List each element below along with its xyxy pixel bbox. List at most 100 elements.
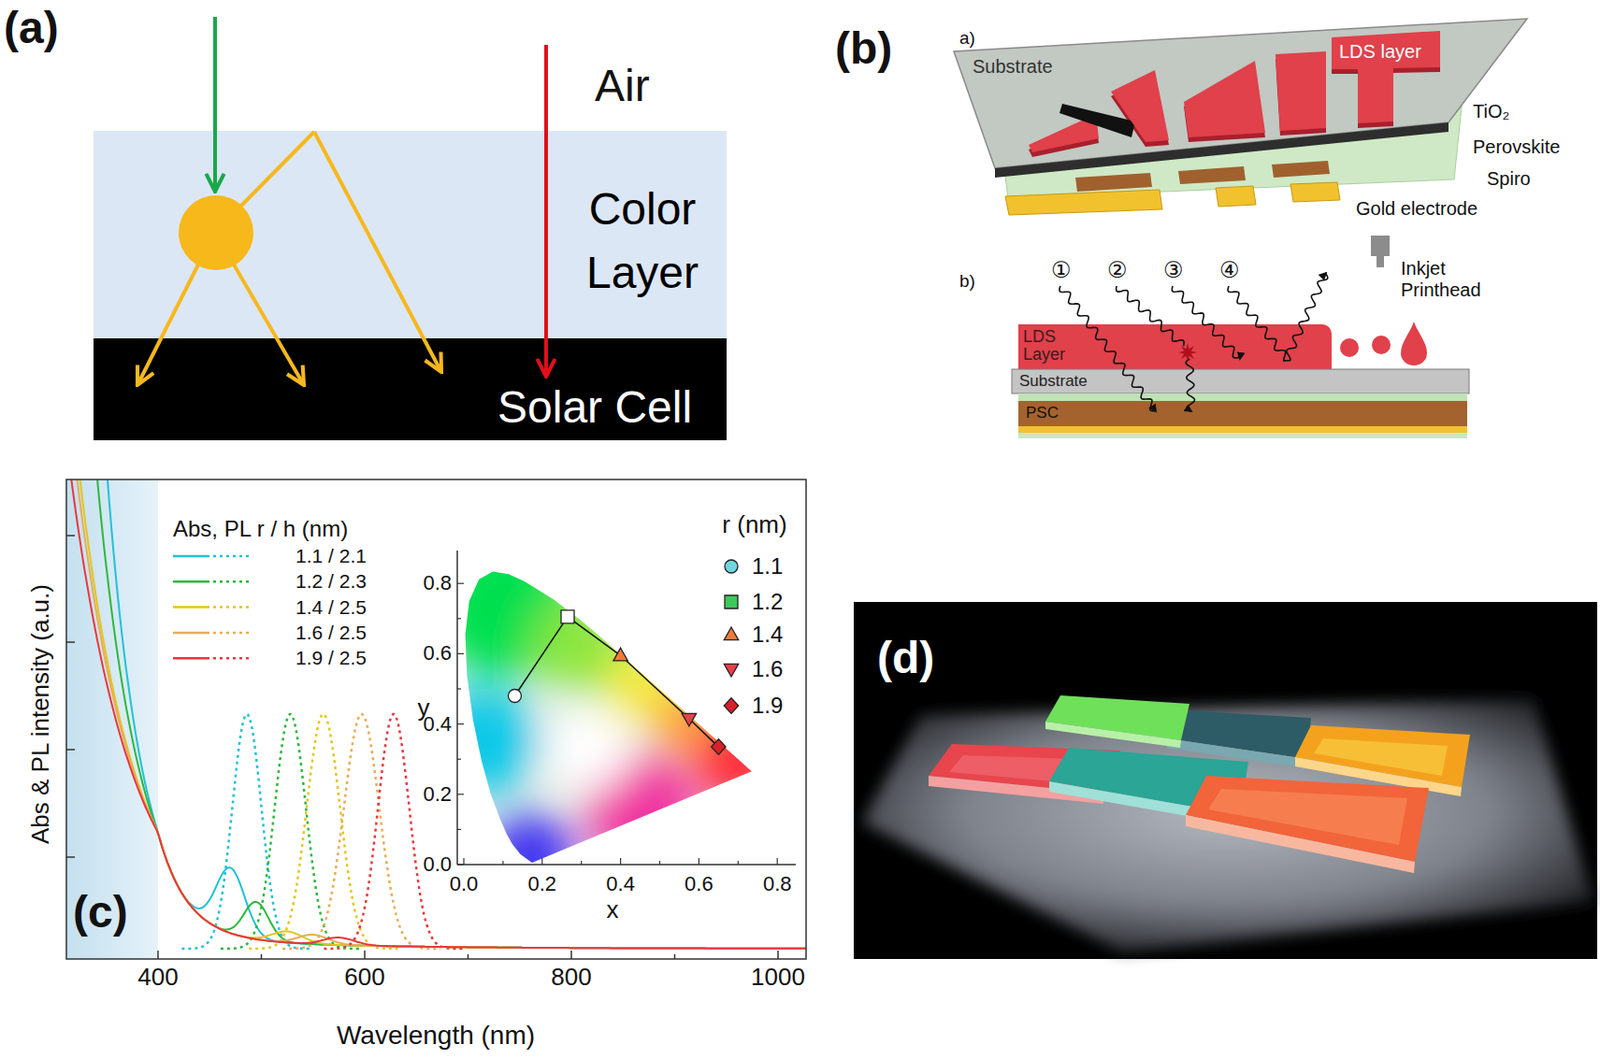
photo-background — [853, 602, 1598, 960]
data-marker — [507, 690, 521, 704]
tick-label: 0.6 — [422, 642, 452, 666]
photo — [853, 602, 1598, 960]
gold-electrode — [1215, 186, 1256, 207]
tick-label: 0.4 — [605, 872, 635, 896]
light-path — [1059, 286, 1156, 412]
lds-layer-block: LDS Layer — [1018, 324, 1332, 370]
emission-ray — [314, 131, 442, 373]
legend-text: 1.1 — [751, 553, 783, 580]
module-edge — [1045, 721, 1182, 749]
ink-droplet — [1340, 338, 1359, 358]
lds-layer-block-fill — [1018, 324, 1332, 370]
data-marker — [723, 698, 738, 715]
substrate-band-fill — [1011, 369, 1470, 394]
plot-frame — [66, 479, 807, 960]
legend-text: 1.9 / 2.5 — [295, 647, 367, 670]
ink-drop — [1400, 321, 1428, 366]
tick-label: 0.0 — [449, 872, 479, 896]
inset-tick — [457, 793, 464, 795]
inset-tick — [502, 861, 504, 865]
legend-line-sample — [213, 605, 251, 609]
layer-label: Gold electrode — [1355, 198, 1478, 220]
y-tick — [66, 534, 75, 537]
tick-label: 1000 — [750, 964, 806, 993]
data-marker — [723, 663, 738, 678]
inset-tick — [457, 723, 464, 725]
legend-text: 1.6 — [751, 656, 783, 683]
y-tick — [66, 749, 75, 751]
pl-curve — [323, 714, 463, 950]
substrate-band: Substrate — [1011, 369, 1470, 394]
color-layer-band: Color Layer — [93, 130, 727, 339]
data-marker — [724, 560, 738, 574]
y-tick — [66, 641, 75, 644]
legend-line-sample — [172, 555, 210, 559]
inset-axis — [456, 550, 459, 865]
tick-label: 0.8 — [422, 572, 452, 596]
emission-ray — [239, 131, 315, 208]
cross-section — [1018, 235, 1468, 439]
legend-text: 1.4 / 2.5 — [295, 596, 367, 620]
callout-number: ② — [1107, 258, 1128, 285]
emission-ray — [137, 264, 199, 386]
absorbance-curve — [66, 479, 807, 950]
node-text: PSC — [1025, 403, 1059, 423]
legend-line-sample — [213, 580, 251, 584]
inset-tick — [457, 618, 462, 620]
printhead-label: Inkjet Printhead — [1400, 258, 1482, 302]
legend-text: 1.6 / 2.5 — [295, 621, 367, 645]
x-tick — [570, 951, 573, 960]
luminophore-dot — [178, 195, 254, 271]
printhead-body — [1370, 235, 1390, 257]
layer-label: Spiro — [1486, 168, 1531, 190]
tick-label: 0.2 — [422, 782, 452, 807]
inset-tick — [457, 688, 462, 690]
spiro-pad — [1271, 160, 1330, 178]
gamut-blob — [429, 687, 538, 796]
inset-tick — [457, 864, 464, 865]
tick-label: 600 — [344, 964, 385, 993]
cie-gamut — [428, 530, 805, 904]
axis-title: Wavelength (nm) — [336, 1021, 535, 1052]
callout-number: ③ — [1163, 258, 1184, 285]
inset-tick — [619, 858, 621, 865]
module-edge — [1185, 815, 1415, 874]
data-marker — [561, 610, 575, 624]
legend-text: 1.1 / 2.1 — [295, 545, 367, 568]
node-text: LDS Layer — [1023, 328, 1066, 364]
lds-shape — [1275, 51, 1327, 131]
gamut-blob — [547, 706, 632, 792]
layer-label: Perovskite — [1472, 136, 1560, 159]
panel-letter: (c) — [72, 886, 129, 938]
incident-light-arrow — [213, 16, 217, 192]
absorption-event — [1178, 343, 1197, 362]
legend-title: r (nm) — [721, 511, 787, 540]
subpanel-letter: a) — [959, 28, 976, 49]
inset-tick — [457, 653, 464, 655]
gamut-colors — [428, 530, 783, 904]
absorbance-curve — [66, 479, 807, 950]
gold-electrode — [1005, 189, 1163, 216]
legend-text: 1.9 — [751, 692, 783, 720]
thin-layer — [1018, 393, 1468, 402]
legend-text: 1.2 — [751, 589, 783, 616]
gold-electrode — [1290, 182, 1341, 202]
axis-title: x — [606, 896, 620, 925]
inset-tick — [541, 858, 543, 865]
tick-label: 400 — [137, 964, 178, 993]
lds-shape — [1183, 60, 1266, 138]
spiro-pad — [1178, 166, 1246, 185]
solar-cell-band: Solar Cell — [93, 338, 727, 441]
tick-label: 0.6 — [684, 872, 714, 896]
inset-tick — [457, 829, 462, 831]
tick-label: 0.0 — [422, 852, 452, 877]
legend-title: Abs, PL r / h (nm) — [172, 516, 348, 543]
light-paths — [1059, 273, 1328, 412]
subpanel-letter: b) — [959, 271, 976, 292]
light-path — [1171, 286, 1240, 360]
legend-text: 1.2 / 2.3 — [295, 570, 367, 593]
x-tick — [157, 951, 159, 960]
medium-label: Air — [594, 59, 650, 112]
pl-curve — [181, 714, 312, 950]
